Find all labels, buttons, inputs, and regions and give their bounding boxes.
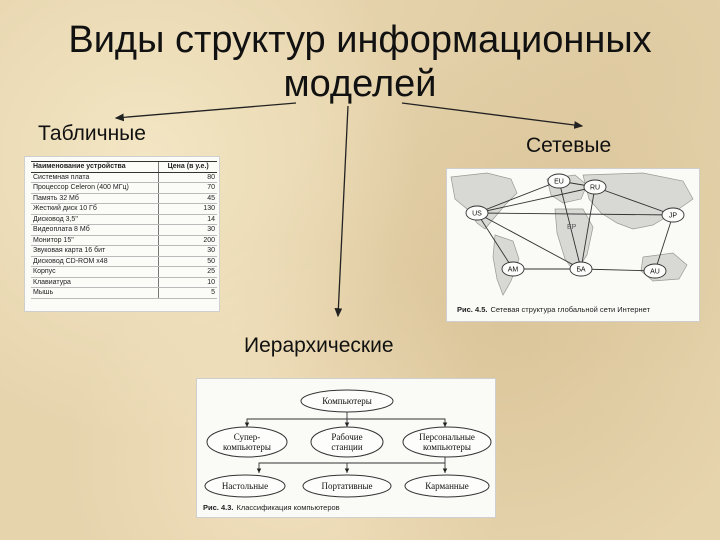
hierarchy-diagram: Компьютеры Супер- компьютеры Рабочие ста…: [204, 389, 492, 498]
table-cell-name: Память 32 Мб: [31, 193, 159, 204]
table-cell-name: Системная плата: [31, 172, 159, 183]
network-node-label: RU: [590, 185, 600, 192]
network-node: ЕР: [567, 224, 577, 231]
node-personal-line2: компьютеры: [423, 442, 471, 452]
node-desktop-shape: [204, 474, 286, 498]
table-cell-price: 10: [158, 277, 217, 288]
network-node: RU: [583, 179, 607, 195]
table-cell-price: 25: [158, 266, 217, 278]
network-node-shape: [569, 261, 593, 277]
network-node: EU: [547, 173, 571, 189]
table-cell-name: Дисковод CD-ROM x48: [31, 256, 159, 267]
network-node: JP: [661, 207, 685, 223]
north-america-shape: [450, 172, 518, 230]
node-portable: Портативные: [321, 481, 372, 491]
network-caption-text: Сетевая структура глобальной сети Интерн…: [490, 305, 651, 314]
table-cell-price: 80: [158, 172, 217, 183]
world-map-network: RU EU US JP AM БА AU ЕР: [450, 172, 694, 296]
network-figure: RU EU US JP AM БА AU ЕР Рис. 4.5.Сетевая структ…: [446, 168, 700, 322]
network-node: US: [465, 205, 489, 221]
table-cell-name: Корпус: [31, 266, 159, 278]
network-node-shape: [643, 263, 667, 279]
hierarchy-figure: Компьютеры Супер- компьютеры Рабочие ста…: [196, 378, 496, 518]
price-table: Наименование устройства Цена (в у.е.) Си…: [31, 161, 217, 299]
table-cell-price: 30: [158, 224, 217, 236]
table-cell-name: Видеоплата 8 Мб: [31, 224, 159, 236]
table-cell-price: 45: [158, 193, 217, 204]
network-node-label: EU: [554, 179, 564, 186]
node-personal-line1: Персональные: [419, 432, 475, 442]
network-node-shape: [583, 179, 607, 195]
network-node: БА: [569, 261, 593, 277]
table-cell-name: Мышь: [31, 287, 159, 299]
table-cell-name: Процессор Celeron (400 МГц): [31, 182, 159, 194]
network-caption: Рис. 4.5.Сетевая структура глобальной се…: [457, 305, 650, 314]
hierarchy-caption-text: Классификация компьютеров: [236, 503, 340, 512]
table-cell-price: 130: [158, 203, 217, 215]
arrow-to-hierarchy: [334, 105, 349, 318]
table-cell-name: Дисковод 3,5": [31, 214, 159, 225]
table-cell-price: 70: [158, 182, 217, 194]
table-row: Дисковод 3,5"14: [31, 214, 217, 225]
table-cell-price: 14: [158, 214, 217, 225]
node-workstation-shape: [310, 426, 384, 458]
node-root-shape: [300, 389, 394, 413]
table-cell-name: Звуковая карта 16 бит: [31, 245, 159, 257]
table-cell-price: 5: [158, 287, 217, 299]
network-node: AU: [643, 263, 667, 279]
node-handheld-shape: [404, 474, 490, 498]
table-cell-name: Монитор 15": [31, 235, 159, 246]
network-node-shape: [661, 207, 685, 223]
node-root: Компьютеры: [322, 396, 372, 406]
arrow-to-network: [401, 102, 584, 129]
network-node-label: AU: [650, 269, 660, 276]
network-node-shape: [465, 205, 489, 221]
table-cell-price: 50: [158, 256, 217, 267]
network-node-label: AM: [508, 267, 519, 274]
network-node-label: JP: [669, 213, 678, 220]
table-row: Процессор Celeron (400 МГц)70: [31, 182, 217, 194]
node-workstation-line1: Рабочие: [331, 432, 362, 442]
label-table: Табличные: [38, 122, 146, 145]
network-node-shape: [501, 261, 525, 277]
hierarchy-caption-num: Рис. 4.3.: [203, 503, 234, 512]
network-node-label: US: [472, 211, 482, 218]
node-portable-shape: [302, 474, 392, 498]
node-super-line1: Супер-: [234, 432, 261, 442]
network-caption-num: Рис. 4.5.: [457, 305, 488, 314]
table-header-price: Цена (в у.е.): [158, 161, 217, 173]
node-workstation-line2: станции: [331, 442, 362, 452]
node-super-shape: [206, 426, 288, 458]
label-hierarchy: Иерархические: [244, 334, 394, 357]
network-node-shape: [547, 173, 571, 189]
node-personal-shape: [402, 426, 492, 458]
table-cell-price: 200: [158, 235, 217, 246]
slide-title: Виды структур информационных моделей: [68, 19, 652, 105]
label-network: Сетевые: [526, 134, 612, 157]
network-node-label: БА: [576, 267, 585, 274]
node-super-line2: компьютеры: [223, 442, 271, 452]
arrow-to-table: [114, 102, 297, 122]
table-cell-price: 30: [158, 245, 217, 257]
table-cell-name: Клавиатура: [31, 277, 159, 288]
node-desktop: Настольные: [222, 481, 268, 491]
table-figure: Наименование устройства Цена (в у.е.) Си…: [24, 156, 220, 312]
node-handheld: Карманные: [425, 481, 469, 491]
table-row: Монитор 15"200: [31, 235, 217, 246]
network-node: AM: [501, 261, 525, 277]
table-cell-name: Жесткий диск 10 Гб: [31, 203, 159, 215]
hierarchy-caption: Рис. 4.3.Классификация компьютеров: [203, 503, 340, 512]
table-header-name: Наименование устройства: [31, 161, 159, 173]
network-node-label: ЕР: [567, 224, 577, 231]
